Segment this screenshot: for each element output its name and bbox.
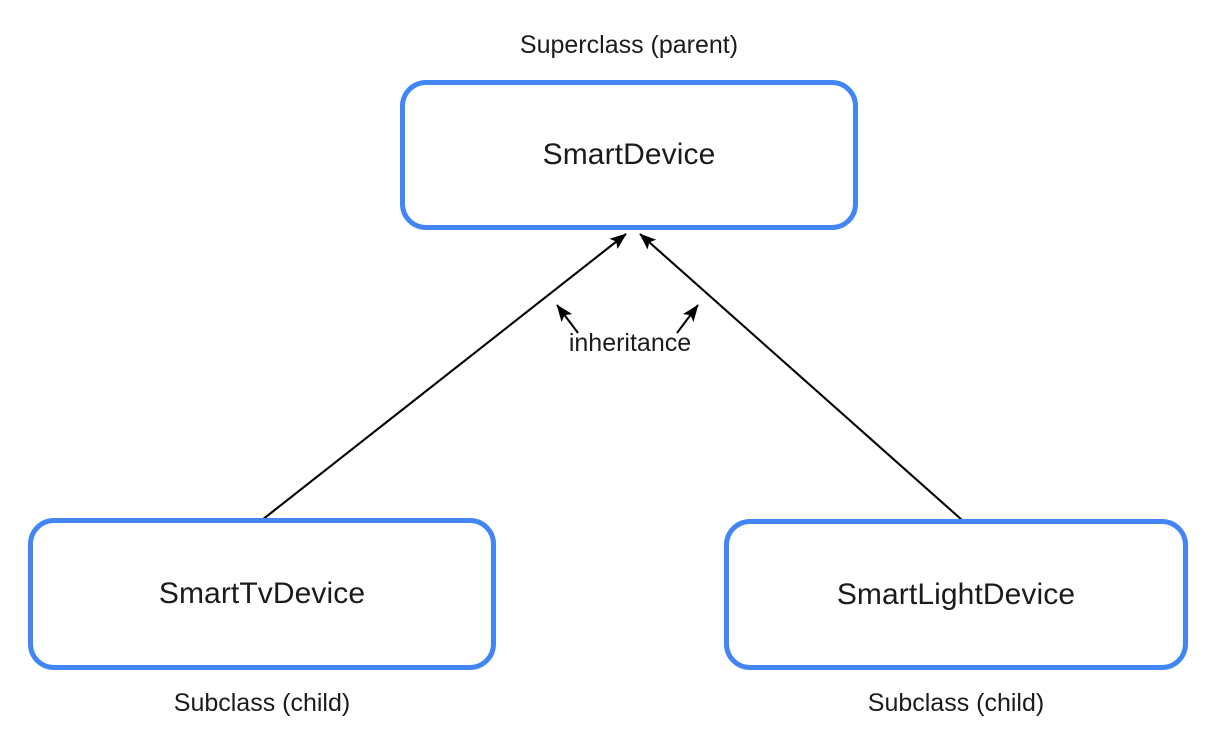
subclass-caption-smarttvdevice: Subclass (child): [173, 689, 351, 717]
class-box-smartdevice[interactable]: SmartDevice: [400, 80, 858, 230]
arrow-smarttvdevice-to-smartdevice: [261, 233, 627, 521]
class-name-smarttvdevice: SmartTvDevice: [158, 577, 366, 610]
subclass-caption-smartlightdevice: Subclass (child): [867, 689, 1045, 717]
class-box-smarttvdevice[interactable]: SmartTvDevice: [28, 518, 496, 670]
class-name-smartdevice: SmartDevice: [542, 138, 716, 171]
class-name-smartlightdevice: SmartLightDevice: [836, 577, 1076, 611]
class-box-smartlightdevice[interactable]: SmartLightDevice: [724, 519, 1188, 670]
inheritance-label: inheritance: [568, 329, 692, 357]
superclass-caption: Superclass (parent): [519, 31, 739, 59]
arrow-smartlightdevice-to-smartdevice: [639, 233, 963, 521]
